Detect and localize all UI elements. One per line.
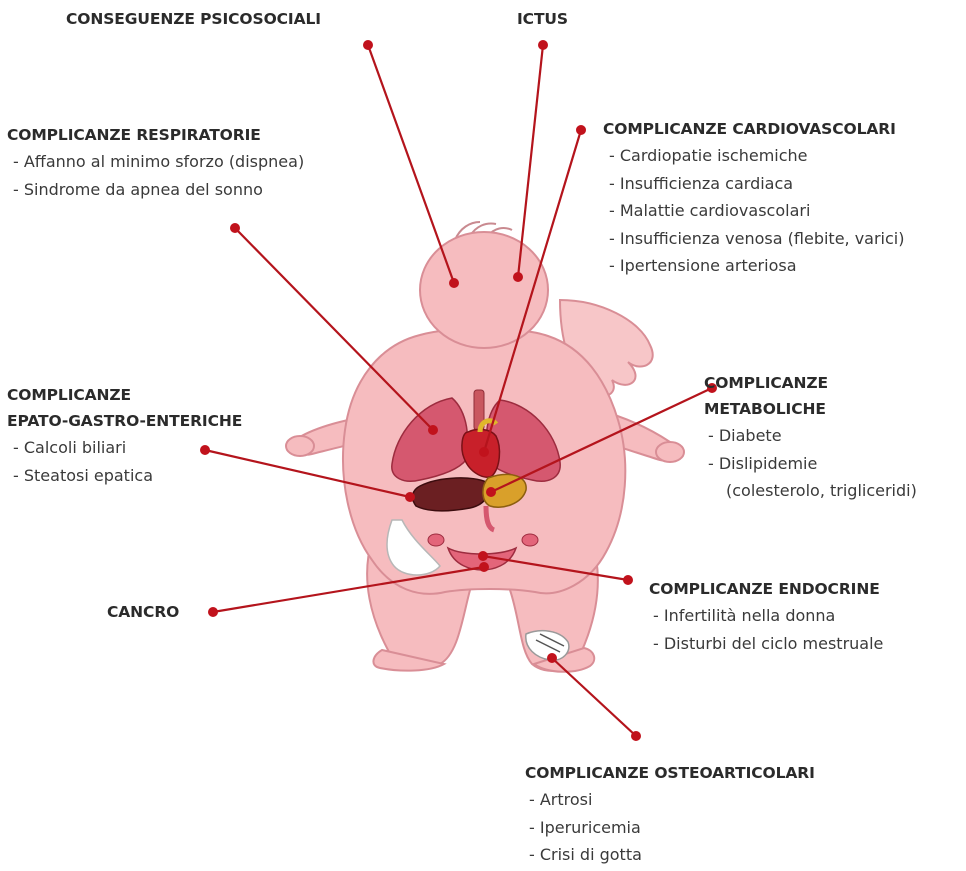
dot-ictus-end	[513, 272, 523, 282]
label-cardiovascolari-list: - Cardiopatie ischemiche - Insufficienza…	[609, 142, 904, 280]
label-cancro: CANCRO	[107, 599, 179, 625]
label-metaboliche: COMPLICANZE METABOLICHE - Diabete - Disl…	[704, 370, 917, 505]
left-ovary	[428, 534, 444, 546]
label-epato-list: - Calcoli biliari - Steatosi epatica	[13, 434, 242, 489]
label-metaboliche-title-2: METABOLICHE	[704, 396, 917, 422]
label-ictus-title: ICTUS	[517, 6, 568, 32]
dot-psicosociali-end	[449, 278, 459, 288]
list-item: - Affanno al minimo sforzo (dispnea)	[13, 148, 304, 176]
list-item: - Calcoli biliari	[13, 434, 242, 462]
label-respiratorie-title: COMPLICANZE RESPIRATORIE	[7, 122, 304, 148]
label-respiratorie: COMPLICANZE RESPIRATORIE - Affanno al mi…	[7, 122, 304, 203]
label-respiratorie-list: - Affanno al minimo sforzo (dispnea) - S…	[13, 148, 304, 203]
dot-cardio-end	[479, 447, 489, 457]
dot-osteo-end	[547, 653, 557, 663]
list-item: - Malattie cardiovascolari	[609, 197, 904, 225]
label-psicosociali-title: CONSEGUENZE PSICOSOCIALI	[66, 6, 321, 32]
leader-respiratorie	[235, 228, 433, 430]
label-osteoarticolari-list: - Artrosi - Iperuricemia - Crisi di gott…	[529, 786, 815, 869]
list-item: (colesterolo, trigliceridi)	[708, 477, 917, 505]
label-cardiovascolari-title: COMPLICANZE CARDIOVASCOLARI	[603, 116, 904, 142]
label-psicosociali: CONSEGUENZE PSICOSOCIALI	[66, 6, 321, 32]
label-epato: COMPLICANZE EPATO-GASTRO-ENTERICHE - Cal…	[7, 382, 242, 489]
list-item: - Insufficienza cardiaca	[609, 170, 904, 198]
dot-epato-end	[405, 492, 415, 502]
dot-cardio-start	[576, 125, 586, 135]
label-cardiovascolari: COMPLICANZE CARDIOVASCOLARI - Cardiopati…	[603, 116, 904, 280]
list-item: - Diabete	[708, 422, 917, 450]
label-cancro-title: CANCRO	[107, 599, 179, 625]
label-epato-title-2: EPATO-GASTRO-ENTERICHE	[7, 408, 242, 434]
leader-ictus	[518, 45, 543, 277]
list-item: - Artrosi	[529, 786, 815, 814]
dot-psicosociali-start	[363, 40, 373, 50]
list-item: - Steatosi epatica	[13, 462, 242, 490]
dot-cancro-start	[208, 607, 218, 617]
list-item: - Ipertensione arteriosa	[609, 252, 904, 280]
list-item: - Dislipidemie	[708, 450, 917, 478]
list-item: - Sindrome da apnea del sonno	[13, 176, 304, 204]
label-osteoarticolari-title: COMPLICANZE OSTEOARTICOLARI	[525, 760, 815, 786]
list-item: - Crisi di gotta	[529, 841, 815, 869]
right-hand	[656, 442, 684, 462]
dot-respiratorie-end	[428, 425, 438, 435]
label-endocrine-title: COMPLICANZE ENDOCRINE	[649, 576, 883, 602]
label-endocrine: COMPLICANZE ENDOCRINE - Infertilità nell…	[649, 576, 883, 657]
leader-osteo	[552, 658, 636, 736]
leader-psicosociali	[368, 45, 454, 283]
dot-endocrine-start	[623, 575, 633, 585]
right-ovary	[522, 534, 538, 546]
list-item: - Iperuricemia	[529, 814, 815, 842]
list-item: - Cardiopatie ischemiche	[609, 142, 904, 170]
dot-cancro-end	[479, 562, 489, 572]
dot-ictus-start	[538, 40, 548, 50]
label-epato-title-1: COMPLICANZE	[7, 382, 242, 408]
label-ictus: ICTUS	[517, 6, 568, 32]
head	[420, 232, 548, 348]
label-metaboliche-list: - Diabete - Dislipidemie (colesterolo, t…	[708, 422, 917, 505]
label-metaboliche-title-1: COMPLICANZE	[704, 370, 917, 396]
label-endocrine-list: - Infertilità nella donna - Disturbi del…	[653, 602, 883, 657]
left-hand	[286, 436, 314, 456]
list-item: - Disturbi del ciclo mestruale	[653, 630, 883, 658]
dot-osteo-start	[631, 731, 641, 741]
dot-endocrine-end	[478, 551, 488, 561]
list-item: - Infertilità nella donna	[653, 602, 883, 630]
list-item: - Insufficienza venosa (flebite, varici)	[609, 225, 904, 253]
dot-metaboliche-end	[486, 487, 496, 497]
dot-respiratorie-start	[230, 223, 240, 233]
label-osteoarticolari: COMPLICANZE OSTEOARTICOLARI - Artrosi - …	[525, 760, 815, 869]
